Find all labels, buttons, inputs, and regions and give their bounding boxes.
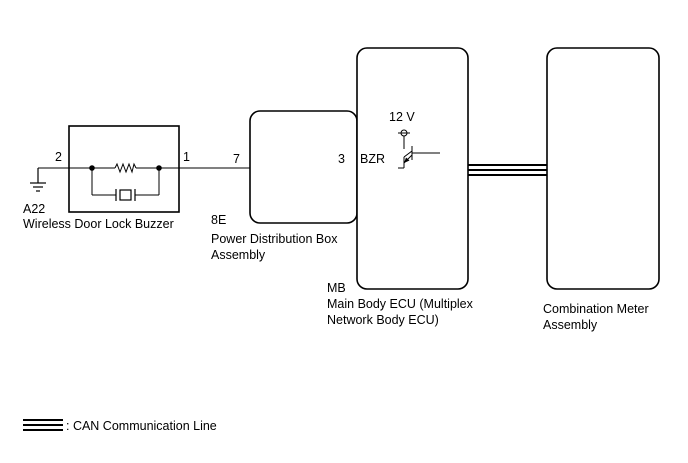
combination-meter-box — [546, 47, 660, 290]
can-legend-icon — [23, 419, 63, 431]
meter-name-line2: Assembly — [543, 318, 598, 332]
ecu-name-line2: Network Body ECU) — [327, 313, 439, 327]
pdb-pin-right: 3 — [338, 152, 345, 166]
transistor-arrow-icon — [404, 157, 410, 163]
can-communication-line — [468, 164, 547, 176]
pdb-name-line1: Power Distribution Box — [211, 232, 338, 246]
buzzer-name: Wireless Door Lock Buzzer — [23, 217, 174, 231]
supply-terminal-icon — [398, 129, 410, 149]
resistor-icon — [114, 162, 137, 174]
pdb-pin-left: 7 — [233, 152, 240, 166]
junction-dot — [89, 165, 95, 171]
buzzer-pin-right: 1 — [183, 150, 190, 164]
pdb-name-line2: Assembly — [211, 248, 266, 262]
piezo-element-icon — [115, 189, 136, 201]
buzzer-code: A22 — [23, 202, 45, 216]
buzzer-internal-circuit — [69, 167, 179, 196]
power-distribution-box — [249, 110, 358, 224]
supply-voltage-label: 12 V — [389, 110, 415, 124]
meter-name-line1: Combination Meter — [543, 302, 649, 316]
ecu-name-line1: Main Body ECU (Multiplex — [327, 297, 474, 311]
ground-symbol-icon — [30, 168, 46, 192]
pdb-code: 8E — [211, 213, 226, 227]
junction-dot — [156, 165, 162, 171]
main-body-ecu-box — [356, 47, 469, 290]
can-legend-label: : CAN Communication Line — [66, 419, 217, 433]
buzzer-box — [68, 125, 180, 213]
ecu-code: MB — [327, 281, 346, 295]
buzzer-pin-left: 2 — [55, 150, 62, 164]
ecu-terminal-label: BZR — [360, 152, 385, 166]
